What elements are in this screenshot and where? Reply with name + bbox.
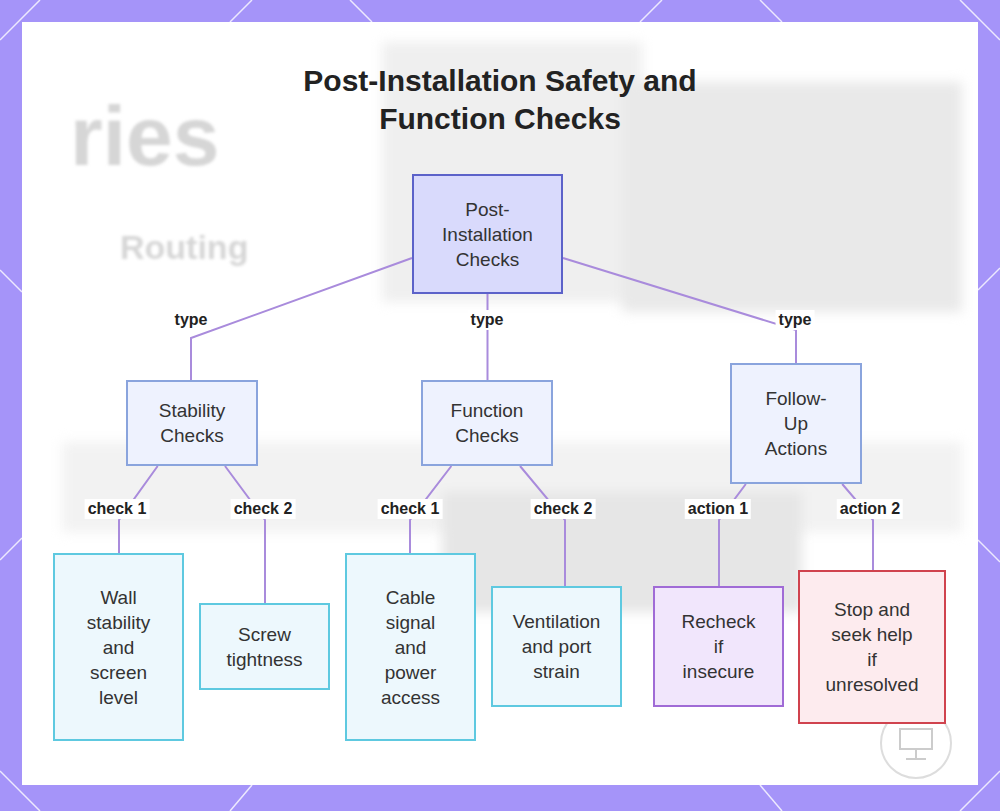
process-box: Post-Installation Checks [412,174,563,294]
node-text: Screw tightness [226,622,303,672]
diagram-title: Post-Installation Safety and Function Ch… [270,62,730,138]
connector-line [520,466,565,586]
node-text: Wall stability and screen level [83,585,154,710]
process-box: Recheck if insecure [653,586,784,707]
process-box: Ventilation and port strain [491,586,622,707]
node-text: Function Checks [443,398,531,448]
connector-line [563,258,796,363]
node-text: Ventilation and port strain [508,609,605,684]
connector-line [842,484,873,570]
connector-line [487,294,488,380]
process-box: Cable signal and power access [345,553,476,741]
edge-label: type [172,310,211,330]
process-box: Stability Checks [126,380,258,466]
edge-label: check 2 [531,499,596,519]
process-box: Follow-Up Actions [730,363,862,484]
edge-label: check 2 [231,499,296,519]
connector-line [191,258,412,380]
node-text: Post-Installation Checks [436,197,539,272]
connector-line [225,466,265,603]
process-box: Screw tightness [199,603,330,690]
process-box: Function Checks [421,380,553,466]
process-box: Wall stability and screen level [53,553,184,741]
node-text: Follow-Up Actions [762,386,830,461]
node-text: Stability Checks [148,398,236,448]
edge-label: check 1 [378,499,443,519]
watermark-text: Routing [120,228,248,267]
watermark-text: ries [70,88,219,185]
node-text: Cable signal and power access [375,585,446,710]
edge-label: action 2 [837,499,903,519]
process-box: Stop and seek help if unresolved [798,570,946,724]
edge-label: check 1 [85,499,150,519]
edge-label: type [468,310,507,330]
edge-label: type [776,310,815,330]
edge-label: action 1 [685,499,751,519]
node-text: Recheck if insecure [682,609,756,684]
node-text: Stop and seek help if unresolved [826,597,919,697]
